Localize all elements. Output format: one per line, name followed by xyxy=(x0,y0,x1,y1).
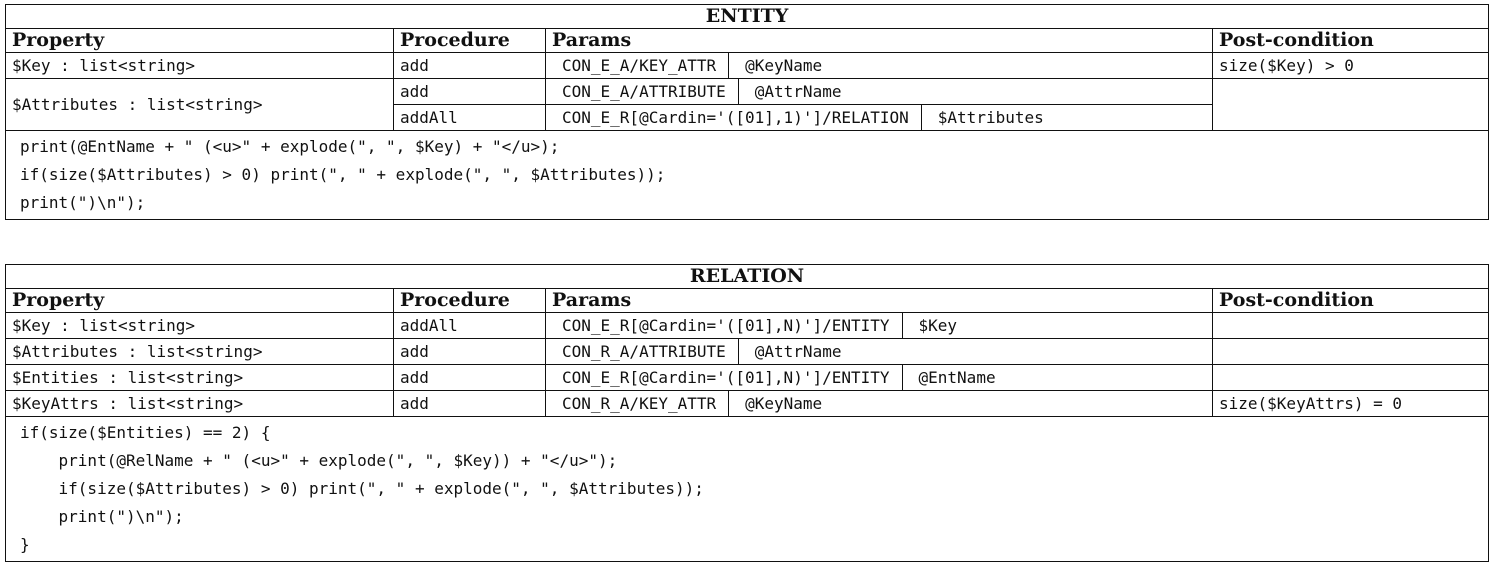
params-cell: CON_E_A/KEY_ATTR @KeyName xyxy=(545,52,1213,79)
relation-header-postcondition: Post-condition xyxy=(1211,288,1490,313)
table-row: $Entities : list<string> add CON_E_R[@Ca… xyxy=(5,364,1490,391)
code-line: print(")\n"); xyxy=(20,507,184,526)
entity-title: ENTITY xyxy=(4,4,1490,29)
procedure-cell: addAll xyxy=(393,104,546,131)
postcondition-cell xyxy=(1211,78,1490,131)
postcondition-cell xyxy=(1211,364,1490,391)
procedure-cell: add xyxy=(393,338,546,365)
property-cell: $Attributes : list<string> xyxy=(5,78,394,131)
postcondition-cell xyxy=(1211,338,1490,365)
params-cell: CON_R_A/KEY_ATTR @KeyName xyxy=(545,390,1213,417)
postcondition-cell: size($KeyAttrs) = 0 xyxy=(1211,390,1490,417)
relation-title: RELATION xyxy=(4,264,1490,289)
property-cell: $Key : list<string> xyxy=(5,52,394,79)
params-cell: CON_E_A/ATTRIBUTE @AttrName xyxy=(545,78,1213,105)
property-cell: $KeyAttrs : list<string> xyxy=(5,390,394,417)
table-row: $Attributes : list<string> add CON_E_A/A… xyxy=(5,78,1490,131)
code-line: if(size($Attributes) > 0) print(", " + e… xyxy=(20,479,704,498)
param-value: @KeyName xyxy=(745,56,823,75)
code-line: if(size($Attributes) > 0) print(", " + e… xyxy=(20,165,666,184)
procedure-cell: addAll xyxy=(393,312,546,339)
param-value: @EntName xyxy=(918,368,996,387)
relation-header-row: Property Procedure Params Post-condition xyxy=(5,288,1490,313)
relation-header-params: Params xyxy=(545,288,1213,313)
relation-header-property: Property xyxy=(5,288,394,313)
entity-table: ENTITY Property Procedure Params Post-co… xyxy=(4,4,1490,220)
procedure-cell: add xyxy=(393,52,546,79)
relation-table: RELATION Property Procedure Params Post-… xyxy=(4,264,1490,562)
param-value: @AttrName xyxy=(754,342,842,361)
param-value: CON_E_R[@Cardin='([01],N)']/ENTITY xyxy=(547,313,903,338)
code-line: print(@EntName + " (<u>" + explode(", ",… xyxy=(20,137,560,156)
table-row: $Attributes : list<string> add CON_R_A/A… xyxy=(5,338,1490,365)
postcondition-cell xyxy=(1211,312,1490,339)
entity-header-params: Params xyxy=(545,28,1213,53)
procedure-cell: add xyxy=(393,78,546,105)
table-row: $Key : list<string> add CON_E_A/KEY_ATTR… xyxy=(5,52,1490,79)
param-value: $Key xyxy=(918,316,958,335)
params-cell: CON_E_R[@Cardin='([01],N)']/ENTITY $Key xyxy=(545,312,1213,339)
code-line: } xyxy=(20,535,30,554)
param-value: CON_R_A/ATTRIBUTE xyxy=(547,339,739,364)
param-value: CON_E_A/KEY_ATTR xyxy=(547,53,730,78)
param-value: CON_E_R[@Cardin='([01],N)']/ENTITY xyxy=(547,365,903,390)
code-block: print(@EntName + " (<u>" + explode(", ",… xyxy=(4,130,1490,220)
params-cell: CON_R_A/ATTRIBUTE @AttrName xyxy=(545,338,1213,365)
table-row: $KeyAttrs : list<string> add CON_R_A/KEY… xyxy=(5,390,1490,417)
procedure-cell: add xyxy=(393,364,546,391)
entity-header-postcondition: Post-condition xyxy=(1211,28,1490,53)
param-value: @AttrName xyxy=(754,82,842,101)
code-line: if(size($Entities) == 2) { xyxy=(20,423,271,442)
param-value: CON_R_A/KEY_ATTR xyxy=(547,391,730,416)
code-row: if(size($Entities) == 2) { print(@RelNam… xyxy=(4,416,1490,562)
params-cell: CON_E_R[@Cardin='([01],1)']/RELATION $Att… xyxy=(545,104,1213,131)
entity-header-property: Property xyxy=(5,28,394,53)
params-cell: CON_E_R[@Cardin='([01],N)']/ENTITY @EntNa… xyxy=(545,364,1213,391)
property-cell: $Attributes : list<string> xyxy=(5,338,394,365)
code-row: print(@EntName + " (<u>" + explode(", ",… xyxy=(4,130,1490,220)
table-row: addAll CON_E_R[@Cardin='([01],1)']/RELAT… xyxy=(6,104,1489,131)
entity-header-procedure: Procedure xyxy=(393,28,546,53)
param-value: @KeyName xyxy=(745,394,823,413)
procedure-cell: add xyxy=(393,390,546,417)
entity-header-row: Property Procedure Params Post-condition xyxy=(5,28,1490,53)
param-value: CON_E_R[@Cardin='([01],1)']/RELATION xyxy=(547,105,922,130)
param-value: CON_E_A/ATTRIBUTE xyxy=(547,79,739,104)
property-cell: $Entities : list<string> xyxy=(5,364,394,391)
code-line: print(")\n"); xyxy=(20,193,146,212)
param-value: $Attributes xyxy=(937,108,1044,127)
property-cell: $Key : list<string> xyxy=(5,312,394,339)
relation-header-procedure: Procedure xyxy=(393,288,546,313)
postcondition-cell: size($Key) > 0 xyxy=(1211,52,1490,79)
code-line: print(@RelName + " (<u>" + explode(", ",… xyxy=(20,451,618,470)
code-block: if(size($Entities) == 2) { print(@RelNam… xyxy=(4,416,1490,562)
table-row: $Key : list<string> addAll CON_E_R[@Card… xyxy=(5,312,1490,339)
